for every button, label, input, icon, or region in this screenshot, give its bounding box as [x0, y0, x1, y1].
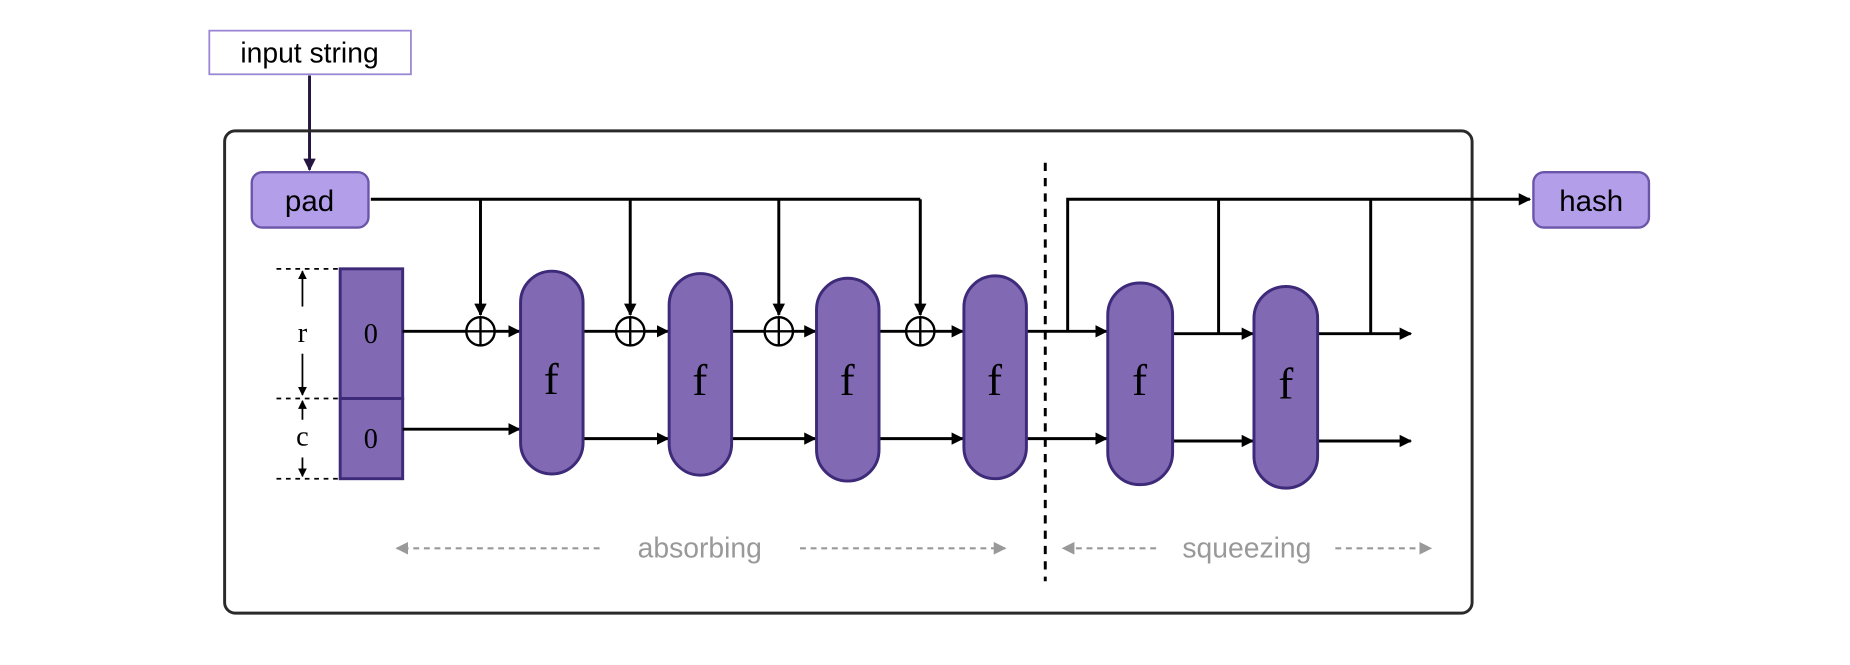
- capacity-label: c: [296, 422, 309, 453]
- permutation-f-block: f: [962, 274, 1028, 481]
- absorbing-phase-label-group: absorbing: [395, 532, 1007, 564]
- capacity-initial-value: 0: [364, 424, 378, 455]
- xor-icon: [614, 315, 646, 347]
- svg-text:f: f: [692, 355, 707, 405]
- svg-text:f: f: [544, 354, 559, 404]
- permutation-f-block: f: [667, 272, 734, 477]
- initial-state-block: 0 0: [338, 267, 405, 481]
- sponge-function-container: [223, 129, 1474, 615]
- absorbing-label: absorbing: [638, 532, 762, 564]
- xor-icon: [904, 315, 936, 347]
- permutation-f-block: f: [815, 276, 881, 483]
- svg-text:f: f: [1132, 355, 1147, 405]
- permutation-f-block: f: [519, 269, 585, 476]
- svg-text:f: f: [840, 355, 855, 405]
- pad-label: pad: [285, 185, 334, 218]
- svg-text:f: f: [1278, 359, 1293, 409]
- message-block-lines: [370, 197, 927, 317]
- hash-label: hash: [1559, 185, 1623, 218]
- squeezing-phase-label-group: squeezing: [1061, 532, 1433, 564]
- squeezing-label: squeezing: [1182, 532, 1311, 564]
- hash-box: hash: [1532, 170, 1651, 229]
- state-dimension-markers: r c: [276, 267, 338, 480]
- output-lines: [1066, 193, 1532, 334]
- svg-text:f: f: [987, 355, 1002, 405]
- permutation-f-block: f: [1106, 281, 1175, 487]
- rate-initial-value: 0: [364, 319, 378, 350]
- rate-label: r: [298, 318, 308, 349]
- input-string-box: input string: [208, 29, 412, 76]
- xor-icon: [465, 315, 496, 347]
- xor-icon: [763, 315, 795, 347]
- permutation-f-block: f: [1252, 285, 1320, 490]
- input-string-label: input string: [240, 36, 378, 68]
- pad-box: pad: [250, 170, 370, 229]
